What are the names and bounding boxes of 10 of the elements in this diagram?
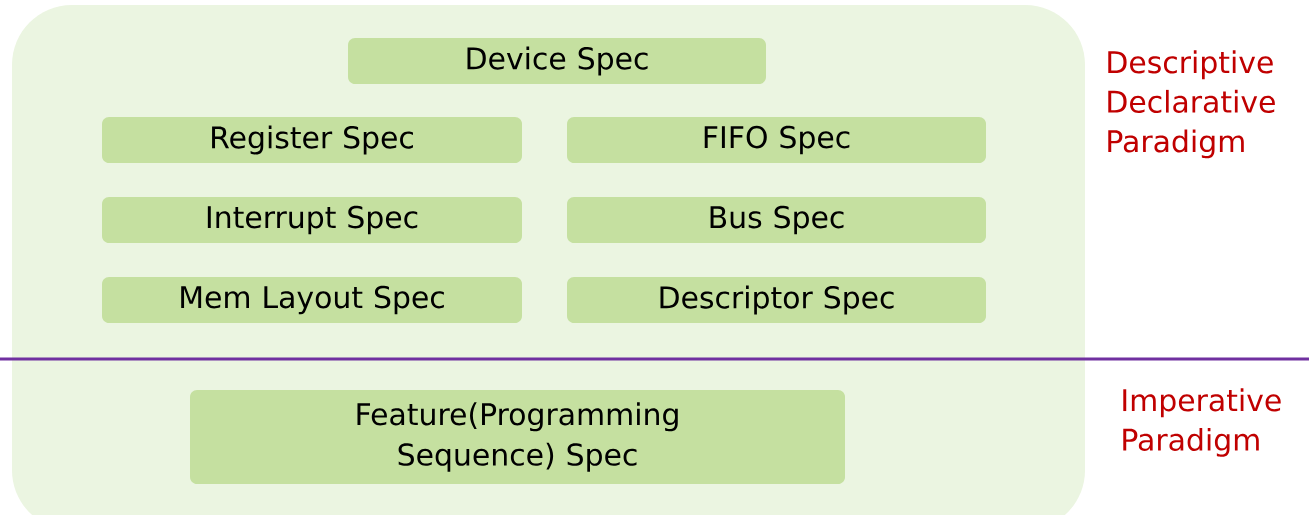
spec-box: Bus Spec — [567, 197, 986, 243]
paradigm-label: Descriptive Declarative Paradigm — [1108, 50, 1275, 159]
spec-box: Feature(Programming Sequence) Spec — [190, 390, 845, 484]
spec-box: Mem Layout Spec — [102, 277, 522, 323]
spec-box: Device Spec — [348, 38, 766, 84]
spec-box: Descriptor Spec — [567, 277, 986, 323]
spec-box: FIFO Spec — [567, 117, 986, 163]
paradigm-label: Imperative Paradigm — [1123, 388, 1281, 457]
spec-box: Interrupt Spec — [102, 197, 522, 243]
spec-box: Register Spec — [102, 117, 522, 163]
